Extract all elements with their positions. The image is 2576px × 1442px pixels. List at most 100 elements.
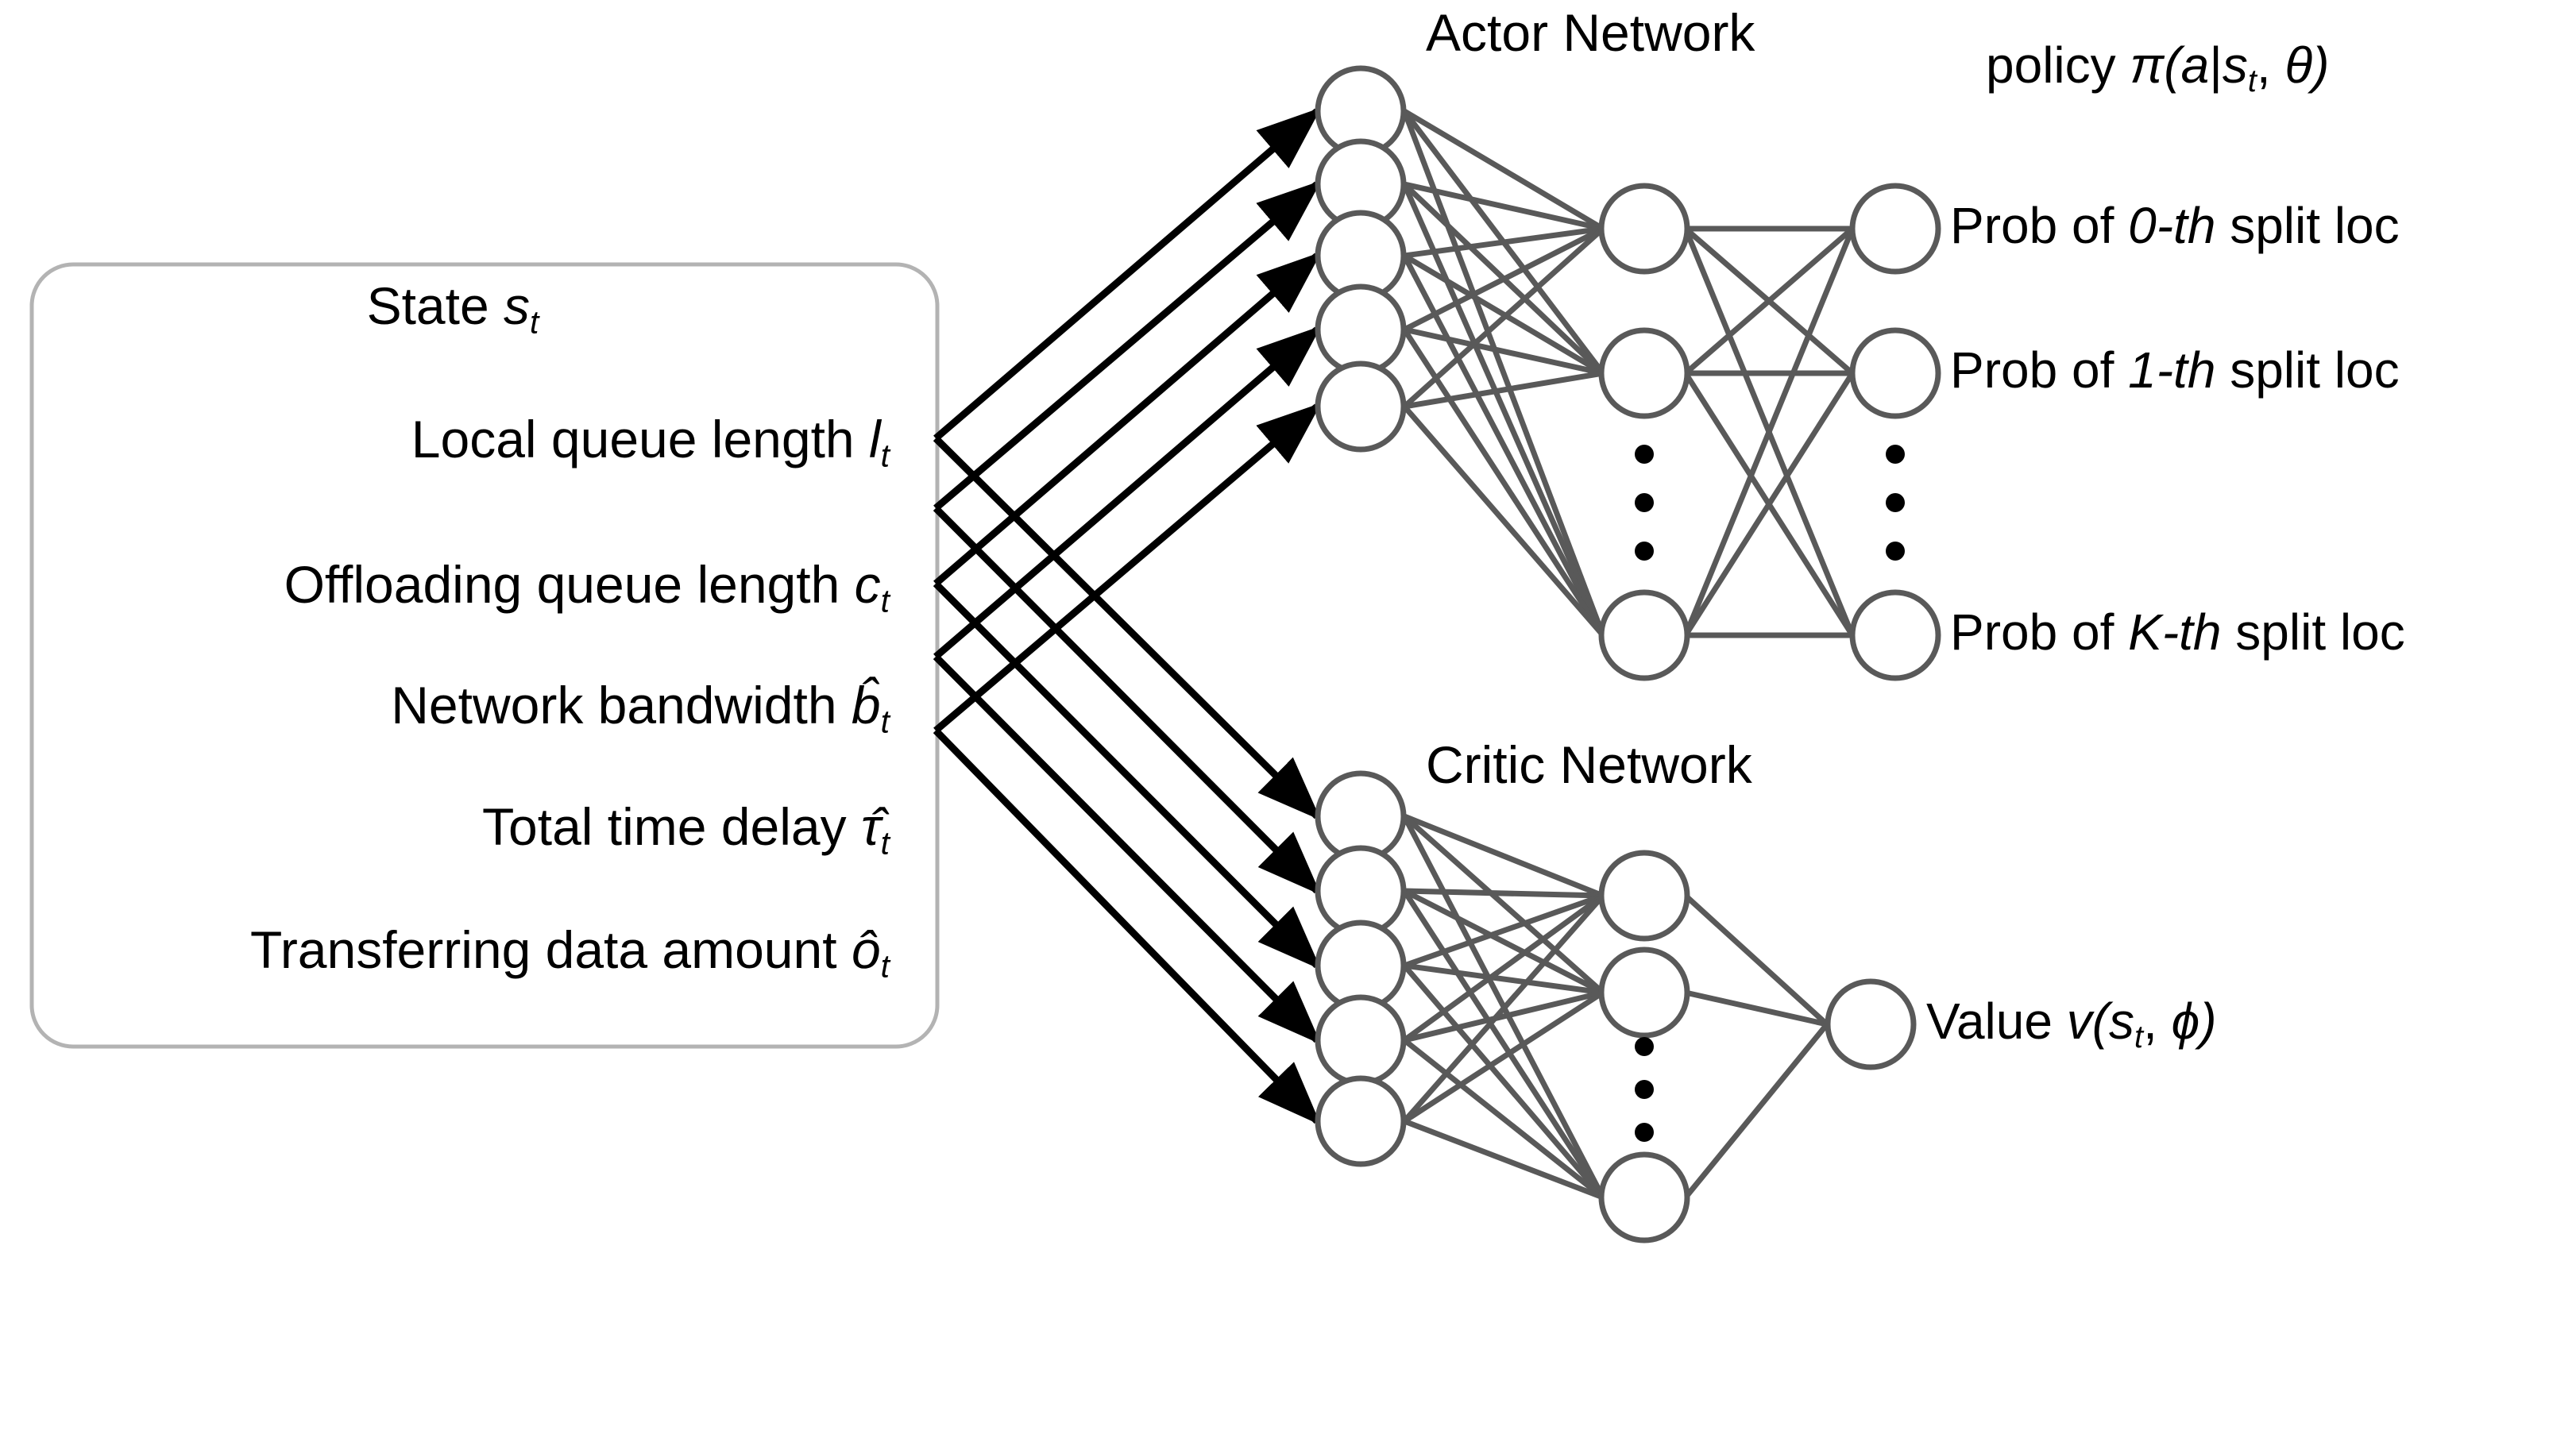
- actor-output-label-1: Prob of 1-th split loc: [1950, 345, 2400, 395]
- edge: [1404, 226, 1604, 259]
- critic-input-node-4: [1315, 994, 1407, 1086]
- ellipsis-dot: [1886, 493, 1905, 512]
- arrow-state-to-critic-2: [933, 505, 1322, 896]
- edge: [1403, 1118, 1605, 1201]
- edge: [1682, 227, 1856, 637]
- ellipsis-dot: [1635, 1080, 1654, 1099]
- actor-input-node-4: [1315, 283, 1407, 376]
- edge: [1403, 813, 1605, 899]
- edge: [1404, 989, 1604, 1043]
- critic-output-label-value: Value v(st, ϕ): [1926, 996, 2217, 1054]
- edge: [1401, 254, 1606, 637]
- state-item-text: Local queue length: [411, 410, 855, 468]
- output-label-prefix: Prob of: [1950, 197, 2129, 254]
- edge: [1404, 326, 1604, 376]
- critic-hidden-to-output-edges: [1683, 893, 1829, 1200]
- state-item-sub: t: [880, 582, 890, 619]
- edge: [1403, 888, 1605, 996]
- output-label-suffix: split loc: [2215, 341, 2400, 399]
- arrow-state-to-actor-3: [933, 252, 1322, 587]
- policy-action: a: [2180, 37, 2210, 94]
- value-prefix: Value: [1926, 993, 2067, 1050]
- state-item-text: Transferring data amount: [249, 920, 837, 979]
- policy-state: s: [2222, 37, 2248, 94]
- actor-output-node-k: [1849, 589, 1941, 681]
- state-title-sub: t: [530, 303, 539, 341]
- state-item-sub: t: [880, 703, 890, 740]
- state-item-sub: t: [880, 947, 890, 985]
- edge: [1402, 226, 1605, 409]
- actor-output-node-1: [1849, 327, 1941, 419]
- actor-hidden-layer-nodes: [1598, 183, 1690, 681]
- value-close: ): [2199, 993, 2217, 1050]
- critic-hidden-node-2: [1598, 947, 1690, 1039]
- edge: [1403, 893, 1605, 969]
- ellipsis-dot: [1635, 1037, 1654, 1056]
- state-item-symbol: b̂: [851, 676, 881, 734]
- critic-network-title: Critic Network: [1426, 735, 1752, 794]
- state-item-total-time-delay: Total time delay τ̂t: [32, 800, 890, 859]
- state-to-actor-arrows: [933, 107, 1322, 734]
- critic-input-to-hidden-edges: [1401, 813, 1606, 1201]
- value-phi: ϕ: [2171, 993, 2200, 1050]
- edge: [1402, 889, 1605, 1199]
- output-label-prefix: Prob of: [1950, 603, 2129, 661]
- policy-bar: |: [2209, 37, 2223, 94]
- value-v: v: [2066, 993, 2092, 1050]
- actor-output-label-k: Prob of K-th split loc: [1950, 607, 2405, 657]
- output-label-suffix: split loc: [2215, 197, 2400, 254]
- output-label-suffix: split loc: [2221, 603, 2405, 661]
- edge: [1404, 370, 1604, 410]
- edge: [1402, 963, 1605, 1200]
- state-item-network-bandwidth: Network bandwidth b̂t: [32, 679, 890, 738]
- edge: [1401, 183, 1606, 637]
- arrow-state-to-actor-5: [933, 403, 1322, 734]
- edge: [1403, 990, 1605, 1124]
- ellipsis-dot: [1886, 542, 1905, 561]
- actor-output-node-0: [1849, 183, 1941, 275]
- critic-hidden-ellipsis: [1635, 1037, 1654, 1142]
- policy-comma: ,: [2256, 37, 2285, 94]
- arrow-state-to-actor-2: [933, 180, 1322, 511]
- edge: [1685, 989, 1828, 1028]
- ellipsis-dot: [1635, 542, 1654, 561]
- edge: [1403, 226, 1605, 333]
- ellipsis-dot: [1635, 1123, 1654, 1142]
- edge: [1404, 962, 1604, 996]
- output-label-prefix: Prob of: [1950, 341, 2129, 399]
- arrow-state-to-critic-4: [933, 654, 1322, 1045]
- edge: [1683, 372, 1855, 637]
- actor-hidden-node-1: [1598, 183, 1690, 275]
- policy-label: policy π(a|st, θ): [1986, 40, 2329, 98]
- ellipsis-dot: [1886, 445, 1905, 464]
- edge: [1402, 893, 1605, 1124]
- actor-hidden-node-last: [1598, 589, 1690, 681]
- state-item-text: Network bandwidth: [391, 676, 837, 734]
- ellipsis-dot: [1635, 445, 1654, 464]
- state-item-symbol: c: [854, 555, 881, 614]
- edge: [1403, 108, 1605, 232]
- actor-hidden-ellipsis: [1635, 445, 1654, 561]
- actor-input-node-5: [1315, 360, 1407, 453]
- state-item-text: Offloading queue length: [284, 555, 840, 614]
- actor-output-label-0: Prob of 0-th split loc: [1950, 200, 2400, 251]
- critic-input-node-5: [1315, 1075, 1407, 1167]
- edge: [1404, 888, 1604, 899]
- edge: [1404, 181, 1604, 232]
- edge: [1683, 1022, 1829, 1200]
- value-open: (: [2091, 993, 2110, 1050]
- ellipsis-dot: [1635, 493, 1654, 512]
- arrow-state-to-actor-1: [933, 107, 1322, 441]
- state-item-sub: t: [880, 824, 890, 862]
- output-label-index: 0-th: [2128, 197, 2216, 254]
- state-title-symbol: s: [504, 276, 531, 335]
- critic-input-layer-nodes: [1315, 770, 1407, 1167]
- edge: [1402, 404, 1605, 638]
- arrow-state-to-critic-1: [933, 435, 1322, 821]
- edge: [1401, 110, 1606, 637]
- actor-network-title: Actor Network: [1426, 3, 1755, 62]
- state-item-symbol: τ̂: [860, 797, 881, 856]
- state-item-transferring-data-amount: Transferring data amount ôt: [32, 923, 890, 982]
